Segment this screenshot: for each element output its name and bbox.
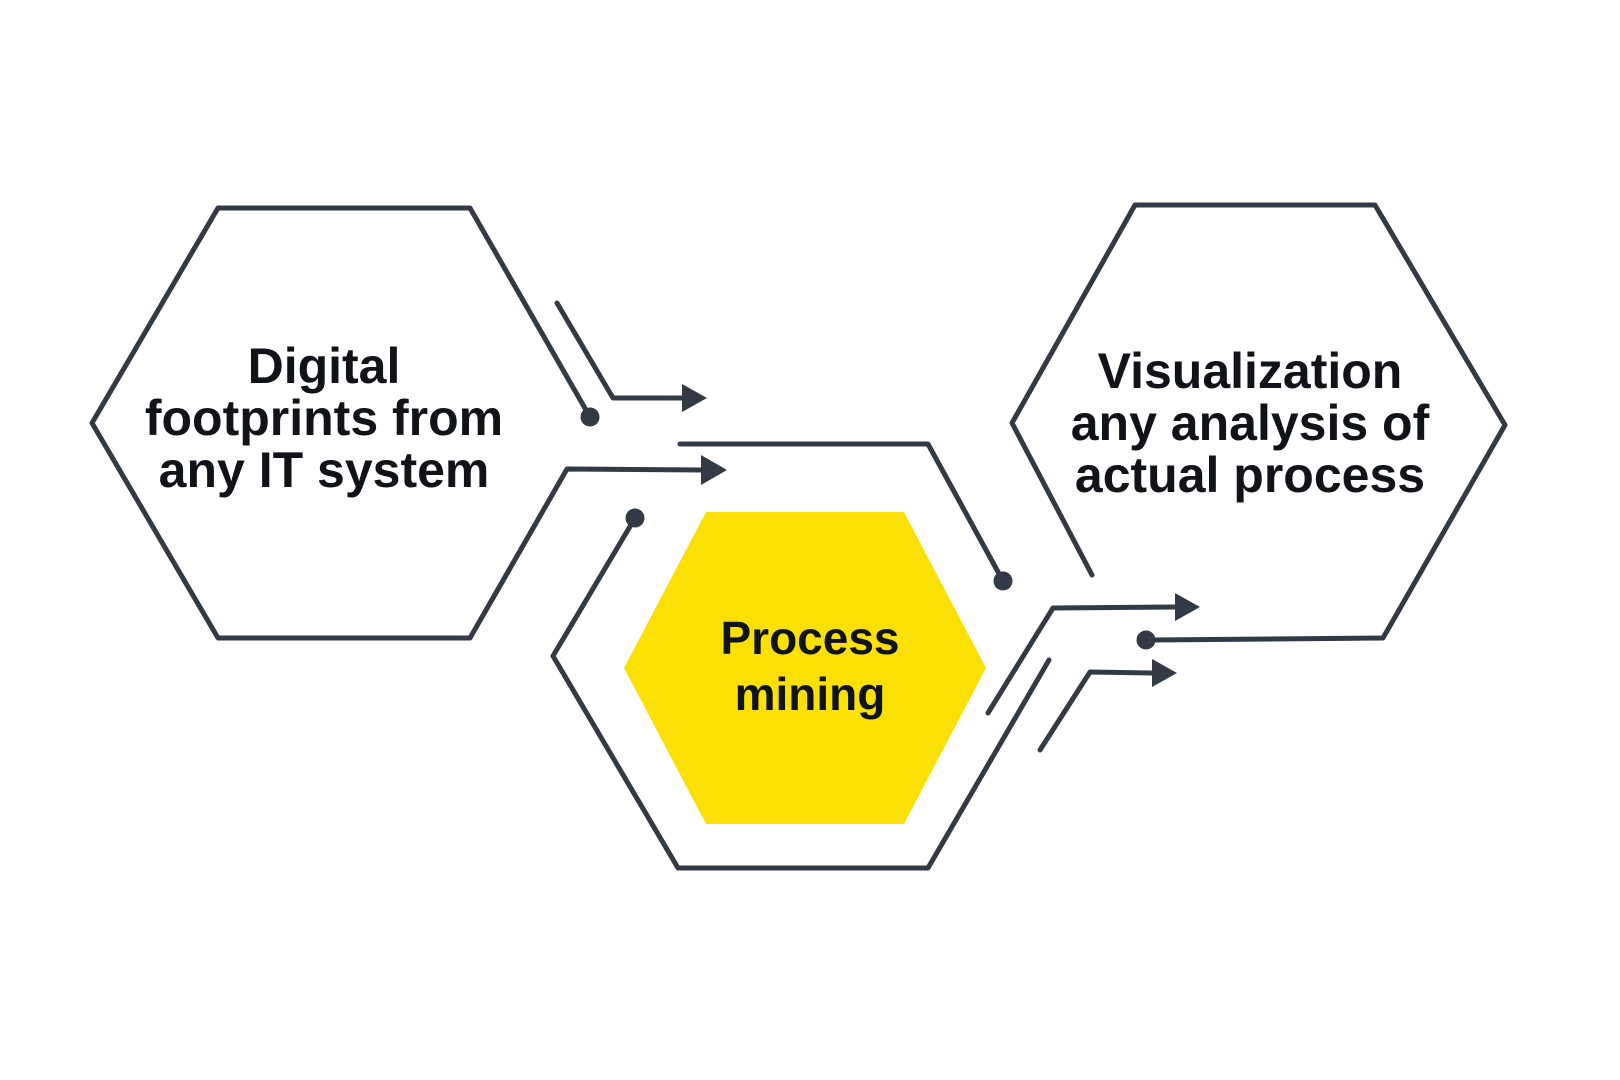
process-mining-hexagon <box>624 512 986 824</box>
right-hexagon-label-line1: Visualization <box>1098 343 1403 399</box>
right-hexagon-outline <box>1009 202 1508 643</box>
junction-dot-icon <box>1136 630 1156 650</box>
upper-left-arrow-trace <box>554 300 707 412</box>
right-upper-arrow-trace <box>985 593 1200 716</box>
right-lower-arrow-line <box>1037 669 1156 753</box>
right-hexagon-label-line3: actual process <box>1075 447 1425 503</box>
junction-dot-icon <box>993 571 1013 591</box>
left-hexagon-label-line1: Digital <box>248 338 401 394</box>
center-hexagon-outline <box>550 515 1052 871</box>
junction-dot-icon <box>580 407 600 427</box>
center-top-trace <box>677 441 1013 591</box>
center-hexagon-node: Process mining <box>550 508 1052 871</box>
left-hexagon-label-line2: footprints from <box>145 390 503 446</box>
center-hexagon-label-line2: mining <box>735 668 886 720</box>
right-upper-arrow-line <box>985 604 1179 716</box>
center-top-trace-line <box>677 441 1006 584</box>
upper-left-arrow-line <box>554 300 686 401</box>
junction-dot-icon <box>625 508 645 528</box>
left-hexagon-label-line3: any IT system <box>159 442 490 498</box>
right-hexagon-node: Visualization any analysis of actual pro… <box>1009 202 1508 650</box>
left-hexagon-node: Digital footprints from any IT system <box>89 205 727 641</box>
arrowhead-icon <box>1175 593 1200 621</box>
arrowhead-icon <box>682 384 707 412</box>
right-hexagon-label-line2: any analysis of <box>1071 395 1430 451</box>
arrowhead-icon <box>701 455 727 485</box>
left-hexagon-outline <box>89 205 705 641</box>
center-hexagon-label-line1: Process <box>720 612 899 664</box>
arrowhead-icon <box>1152 659 1177 687</box>
right-lower-arrow-trace <box>1037 659 1177 753</box>
